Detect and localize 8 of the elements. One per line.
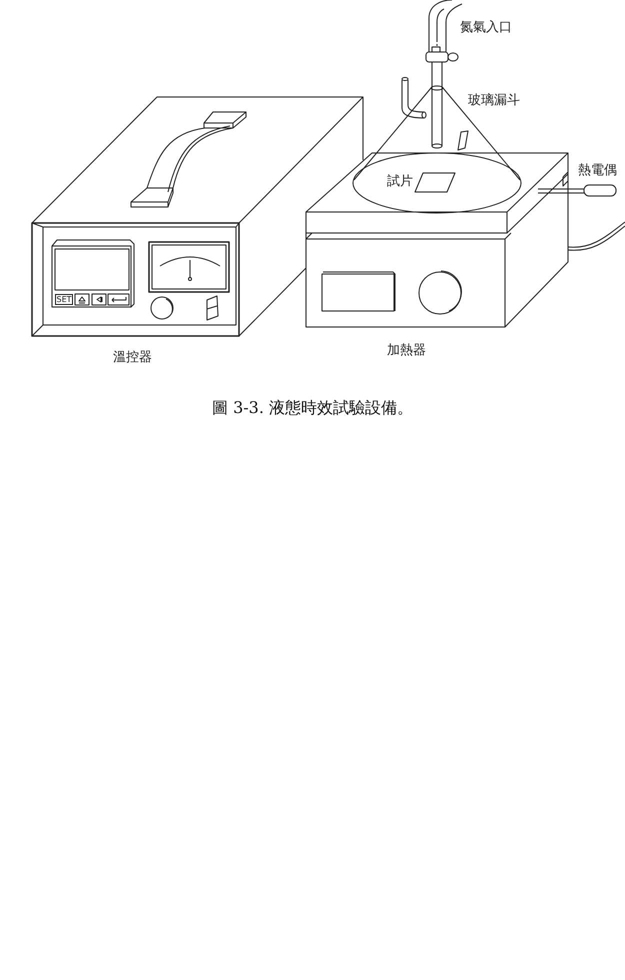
part-label: 溫控器 <box>113 350 152 365</box>
part-label: 熱電偶 <box>578 163 617 178</box>
part-label: 加熱器 <box>387 343 426 358</box>
part-label: 氮氣入口 <box>460 20 512 35</box>
panel-key: SET <box>55 294 73 305</box>
part-label: 試片 <box>387 174 413 189</box>
part-label: 玻璃漏斗 <box>468 93 520 108</box>
figure-caption: 圖 3-3. 液態時效試驗設備。 <box>210 398 414 418</box>
